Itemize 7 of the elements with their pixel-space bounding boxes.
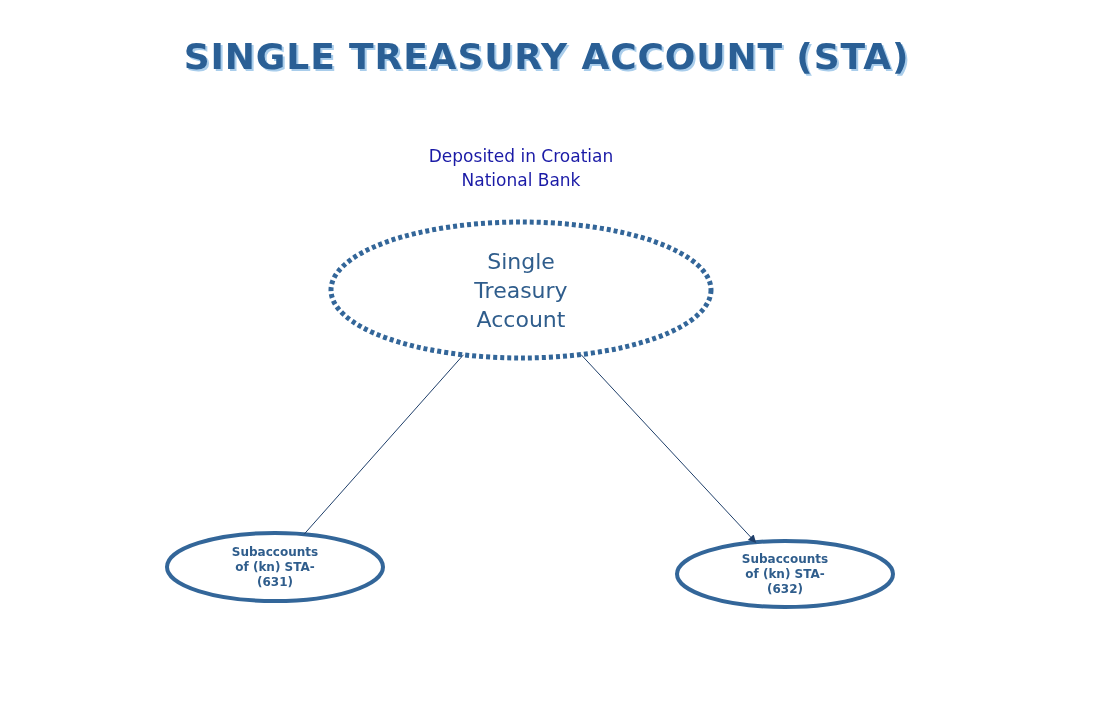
annotation-text: Deposited in Croatian National Bank [427,145,615,192]
node-label: Subaccounts of (kn) STA-(632) [740,551,830,597]
node-label: Subaccounts of (kn) STA-(631) [230,544,320,590]
connector-line [303,354,464,535]
arrow [580,354,757,543]
node-label: Single Treasury Account [473,247,569,334]
title: SINGLE TREASURY ACCOUNT (STA) [183,35,910,79]
